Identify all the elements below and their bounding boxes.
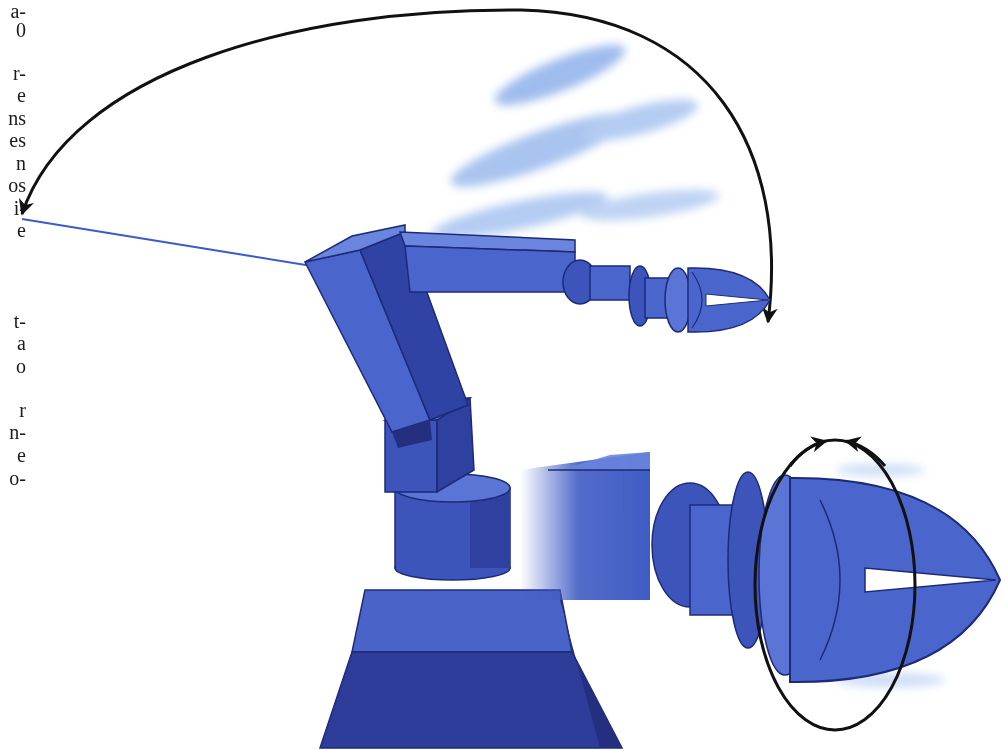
text-fragment: a- xyxy=(0,0,26,22)
text-fragment: r- xyxy=(0,62,26,84)
wrist-block xyxy=(590,266,630,300)
gripper-slot xyxy=(706,294,768,306)
text-fragment: ns xyxy=(0,107,26,129)
text-fragment: e xyxy=(0,219,26,241)
inset-gripper-seam xyxy=(820,500,840,660)
gripper xyxy=(688,268,770,332)
pedestal-side xyxy=(560,590,622,748)
text-fragment: a xyxy=(0,332,26,354)
text-fragment: os xyxy=(0,174,26,196)
text-fragment: t- xyxy=(0,310,26,332)
text-fragment: 0 xyxy=(0,19,26,41)
gripper-seam xyxy=(692,272,702,328)
roll-arrow xyxy=(846,441,885,466)
text-fragment: e xyxy=(0,84,26,106)
text-fragment: n xyxy=(0,152,26,174)
roll-arrow xyxy=(790,441,826,466)
text-fragment: i- xyxy=(0,197,26,219)
forearm-front xyxy=(405,246,575,292)
inset-edge xyxy=(548,469,650,471)
text-fragment: o xyxy=(0,355,26,377)
inset-block-top xyxy=(560,452,650,470)
inset-gripper-slot xyxy=(865,568,996,592)
cloud-streak xyxy=(489,34,631,116)
pedestal-base xyxy=(320,652,622,748)
text-fragment: o- xyxy=(0,467,26,489)
roll-disc xyxy=(665,268,691,332)
text-fragment: es xyxy=(0,129,26,151)
cloud-streak xyxy=(445,101,636,200)
text-fragment: n- xyxy=(0,421,26,443)
cloud-streak xyxy=(578,91,701,149)
arm-pivot xyxy=(392,420,432,448)
inset-gripper xyxy=(790,478,1000,682)
text-fragment: r xyxy=(0,399,26,421)
roll-rotation-ring xyxy=(755,440,915,730)
shoulder-top xyxy=(305,225,405,262)
inset-wrist-block xyxy=(520,452,650,600)
text-fragment: e xyxy=(0,444,26,466)
leader-line xyxy=(22,219,312,266)
cloud-streak xyxy=(579,183,721,226)
